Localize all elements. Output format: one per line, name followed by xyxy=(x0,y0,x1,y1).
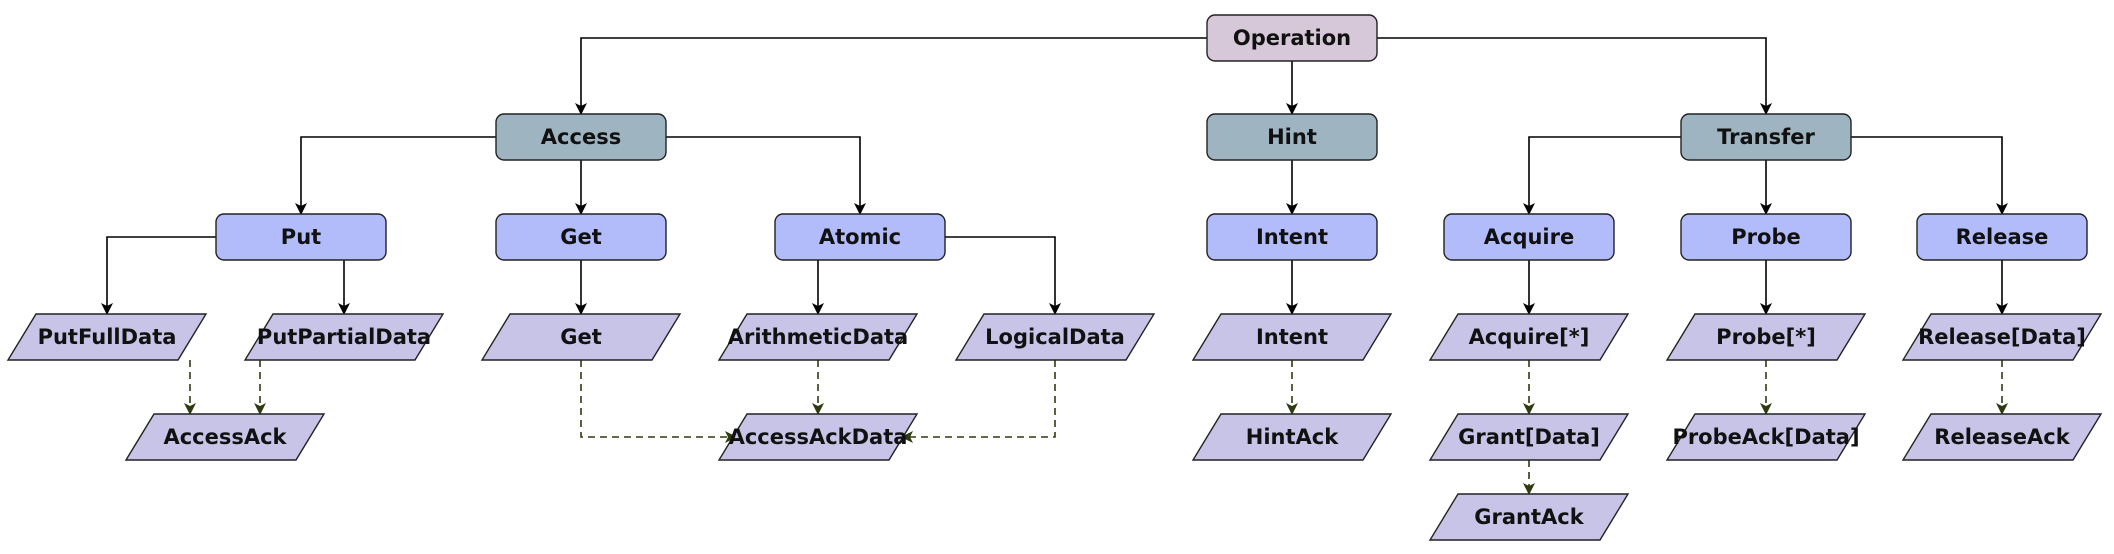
node-put-box xyxy=(215,213,387,261)
node-acquire-label: Acquire xyxy=(1484,225,1574,249)
node-get-box xyxy=(495,213,667,261)
node-putpartialdata: PutPartialData xyxy=(243,313,445,361)
node-release-label: Release xyxy=(1956,225,2049,249)
node-accessack-parallelogram xyxy=(124,413,326,461)
node-transfer-box xyxy=(1680,113,1852,161)
node-putpartialdata-parallelogram xyxy=(243,313,445,361)
node-operation: Operation xyxy=(1206,14,1378,62)
node-operation-label: Operation xyxy=(1233,26,1351,50)
node-grantdata-parallelogram xyxy=(1428,413,1630,461)
edge-transfer-to-acquire xyxy=(1523,136,1681,215)
node-access-box xyxy=(495,113,667,161)
node-releaseack: ReleaseAck xyxy=(1901,413,2103,461)
node-atomic-box xyxy=(774,213,946,261)
node-probe: Probe xyxy=(1680,213,1852,261)
edge-logicaldata-to-accessackdata xyxy=(901,360,1056,443)
node-arithmeticdata: ArithmeticData xyxy=(717,313,919,361)
node-probe_msg: Probe[*] xyxy=(1665,313,1867,361)
node-get_msg: Get xyxy=(480,313,682,361)
node-putfulldata-parallelogram xyxy=(6,313,208,361)
node-transfer-label: Transfer xyxy=(1717,125,1815,149)
node-acquire: Acquire xyxy=(1443,213,1615,261)
node-hint: Hint xyxy=(1206,113,1378,161)
edge-operation-to-transfer xyxy=(1377,37,1772,115)
edge-access-to-atomic xyxy=(666,136,866,215)
edge-get_msg-to-accessackdata xyxy=(580,360,737,443)
node-hintack: HintAck xyxy=(1191,413,1393,461)
node-intent-label: Intent xyxy=(1256,225,1328,249)
edge-put-to-putfulldata xyxy=(101,236,216,315)
node-accessackdata-label: AccessAckData xyxy=(729,425,908,449)
node-logicaldata-parallelogram xyxy=(954,313,1156,361)
node-atomic-label: Atomic xyxy=(819,225,901,249)
node-grantack-label: GrantAck xyxy=(1474,505,1584,529)
node-intent-box xyxy=(1206,213,1378,261)
node-releasedata-parallelogram xyxy=(1901,313,2103,361)
edge-atomic-to-logicaldata xyxy=(945,236,1061,315)
node-get_msg-label: Get xyxy=(560,325,602,349)
node-get-label: Get xyxy=(560,225,602,249)
node-probeackdata: ProbeAck[Data] xyxy=(1665,413,1867,461)
node-hintack-parallelogram xyxy=(1191,413,1393,461)
node-intent: Intent xyxy=(1206,213,1378,261)
node-operation-box xyxy=(1206,14,1378,62)
node-putfulldata-label: PutFullData xyxy=(38,325,177,349)
node-put: Put xyxy=(215,213,387,261)
node-access: Access xyxy=(495,113,667,161)
node-releaseack-parallelogram xyxy=(1901,413,2103,461)
node-accessack: AccessAck xyxy=(124,413,326,461)
node-hintack-label: HintAck xyxy=(1246,425,1339,449)
node-intent_msg: Intent xyxy=(1191,313,1393,361)
node-accessack-label: AccessAck xyxy=(163,425,287,449)
node-get: Get xyxy=(495,213,667,261)
node-hint-box xyxy=(1206,113,1378,161)
node-hint-label: Hint xyxy=(1267,125,1317,149)
edge-transfer-to-release xyxy=(1851,136,2008,215)
node-logicaldata: LogicalData xyxy=(954,313,1156,361)
edges xyxy=(101,37,2008,495)
node-probe_msg-label: Probe[*] xyxy=(1716,325,1816,349)
node-probeackdata-parallelogram xyxy=(1665,413,1867,461)
node-access-label: Access xyxy=(541,125,621,149)
node-logicaldata-label: LogicalData xyxy=(985,325,1125,349)
edge-access-to-put xyxy=(295,136,496,215)
node-probeackdata-label: ProbeAck[Data] xyxy=(1672,425,1859,449)
node-grantack: GrantAck xyxy=(1428,493,1630,541)
node-putpartialdata-label: PutPartialData xyxy=(257,325,431,349)
node-intent_msg-label: Intent xyxy=(1256,325,1328,349)
node-probe-label: Probe xyxy=(1731,225,1800,249)
node-transfer: Transfer xyxy=(1680,113,1852,161)
node-put-label: Put xyxy=(281,225,321,249)
node-putfulldata: PutFullData xyxy=(6,313,208,361)
node-releaseack-label: ReleaseAck xyxy=(1934,425,2070,449)
node-accessackdata: AccessAckData xyxy=(717,413,919,461)
node-releasedata: Release[Data] xyxy=(1901,313,2103,361)
node-arithmeticdata-label: ArithmeticData xyxy=(728,325,908,349)
node-probe-box xyxy=(1680,213,1852,261)
node-acquire_msg-label: Acquire[*] xyxy=(1469,325,1590,349)
node-release-box xyxy=(1916,213,2088,261)
node-releasedata-label: Release[Data] xyxy=(1918,325,2086,349)
node-atomic: Atomic xyxy=(774,213,946,261)
node-accessackdata-parallelogram xyxy=(717,413,919,461)
node-intent_msg-parallelogram xyxy=(1191,313,1393,361)
node-grantack-parallelogram xyxy=(1428,493,1630,541)
node-grantdata: Grant[Data] xyxy=(1428,413,1630,461)
node-grantdata-label: Grant[Data] xyxy=(1458,425,1600,449)
node-release: Release xyxy=(1916,213,2088,261)
node-get_msg-parallelogram xyxy=(480,313,682,361)
node-acquire_msg: Acquire[*] xyxy=(1428,313,1630,361)
node-acquire_msg-parallelogram xyxy=(1428,313,1630,361)
node-arithmeticdata-parallelogram xyxy=(717,313,919,361)
edge-operation-to-access xyxy=(575,37,1207,115)
node-probe_msg-parallelogram xyxy=(1665,313,1867,361)
node-acquire-box xyxy=(1443,213,1615,261)
